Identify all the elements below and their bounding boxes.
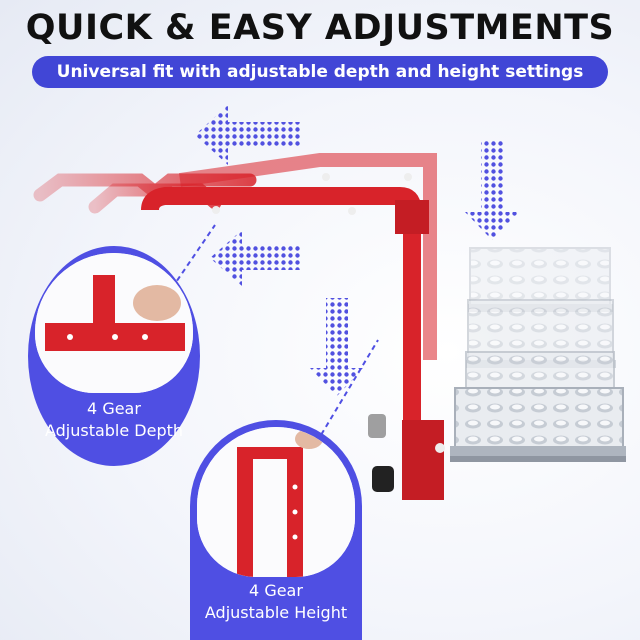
step-frame [141, 173, 445, 500]
height-callout-line2: Adjustable Height [204, 603, 348, 622]
arrow-down-icon [465, 140, 519, 240]
depth-callout-line1: 4 Gear [87, 399, 141, 418]
step-platform [450, 387, 626, 462]
height-tube-photo [197, 427, 355, 577]
arrow-left-icon [195, 105, 300, 165]
arrow-left-icon [210, 230, 300, 286]
subtitle-badge: Universal fit with adjustable depth and … [32, 56, 608, 88]
depth-tube-photo [35, 253, 193, 393]
page-title: QUICK & EASY ADJUSTMENTS [25, 8, 615, 48]
height-callout-line1: 4 Gear [249, 581, 303, 600]
depth-callout-line2: Adjustable Depth [44, 421, 184, 440]
arrow-down-icon [310, 298, 364, 396]
frame-ghost [179, 153, 437, 360]
height-callout: 4 Gear Adjustable Height [190, 420, 362, 640]
depth-callout: 4 Gear Adjustable Depth [28, 246, 200, 466]
